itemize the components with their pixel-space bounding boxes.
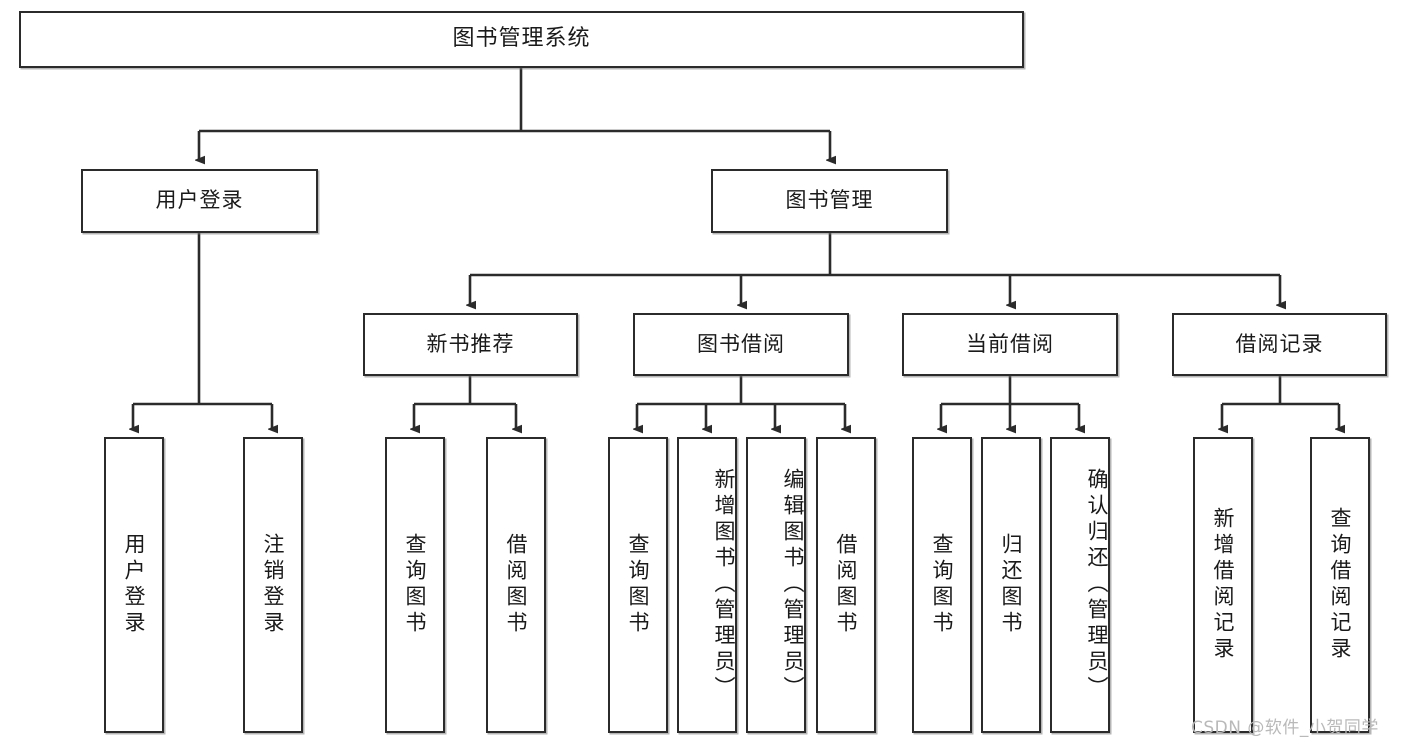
leaf-book-borrow-borrow-book[interactable]: 借阅图书 xyxy=(816,437,876,733)
node-label: 图书借阅 xyxy=(697,331,785,356)
leaf-new-book-query-book[interactable]: 查询图书 xyxy=(385,437,445,733)
node-label: 图书管理 xyxy=(785,188,874,213)
node-book-borrow[interactable]: 图书借阅 xyxy=(633,313,849,376)
node-current-borrow[interactable]: 当前借阅 xyxy=(902,313,1118,376)
node-label: 查询借阅记录 xyxy=(1328,507,1353,663)
node-label: 查询图书 xyxy=(930,533,955,637)
leaf-user-login-logout[interactable]: 注销登录 xyxy=(243,437,303,733)
node-label: 确认归还（管理员） xyxy=(1085,468,1109,702)
leaf-borrow-record-query-record[interactable]: 查询借阅记录 xyxy=(1310,437,1370,733)
leaf-user-login-login[interactable]: 用户登录 xyxy=(104,437,164,733)
node-new-book-recommend[interactable]: 新书推荐 xyxy=(363,313,578,376)
leaf-current-borrow-query-book[interactable]: 查询图书 xyxy=(912,437,972,733)
leaf-book-borrow-query-book[interactable]: 查询图书 xyxy=(608,437,668,733)
node-label: 当前借阅 xyxy=(966,331,1054,356)
node-label: 归还图书 xyxy=(999,533,1024,637)
node-borrow-record[interactable]: 借阅记录 xyxy=(1172,313,1387,376)
node-label: 用户登录 xyxy=(155,188,244,213)
node-label: 查询图书 xyxy=(403,533,428,637)
node-label: 查询图书 xyxy=(626,533,651,637)
leaf-current-borrow-return-book[interactable]: 归还图书 xyxy=(981,437,1041,733)
leaf-current-borrow-confirm-return-admin[interactable]: 确认归还（管理员） xyxy=(1050,437,1110,733)
node-label: 借阅记录 xyxy=(1235,331,1324,356)
node-label: 借阅图书 xyxy=(504,533,529,637)
node-label: 借阅图书 xyxy=(834,533,859,637)
node-label: 新书推荐 xyxy=(426,331,515,356)
node-label: 用户登录 xyxy=(122,533,147,637)
leaf-borrow-record-add-record[interactable]: 新增借阅记录 xyxy=(1193,437,1253,733)
leaf-book-borrow-add-book-admin[interactable]: 新增图书（管理员） xyxy=(677,437,737,733)
leaf-new-book-borrow-book[interactable]: 借阅图书 xyxy=(486,437,546,733)
node-label: 编辑图书（管理员） xyxy=(781,468,805,702)
csdn-watermark: CSDN @软件_小贺同学 xyxy=(1191,718,1379,738)
node-user-login[interactable]: 用户登录 xyxy=(81,169,318,233)
node-label: 图书管理系统 xyxy=(452,26,591,52)
node-label: 注销登录 xyxy=(261,533,286,637)
node-label: 新增借阅记录 xyxy=(1211,507,1236,663)
node-root-book-management-system[interactable]: 图书管理系统 xyxy=(19,11,1024,68)
leaf-book-borrow-edit-book-admin[interactable]: 编辑图书（管理员） xyxy=(746,437,806,733)
node-label: 新增图书（管理员） xyxy=(712,468,736,702)
node-book-management[interactable]: 图书管理 xyxy=(711,169,948,233)
